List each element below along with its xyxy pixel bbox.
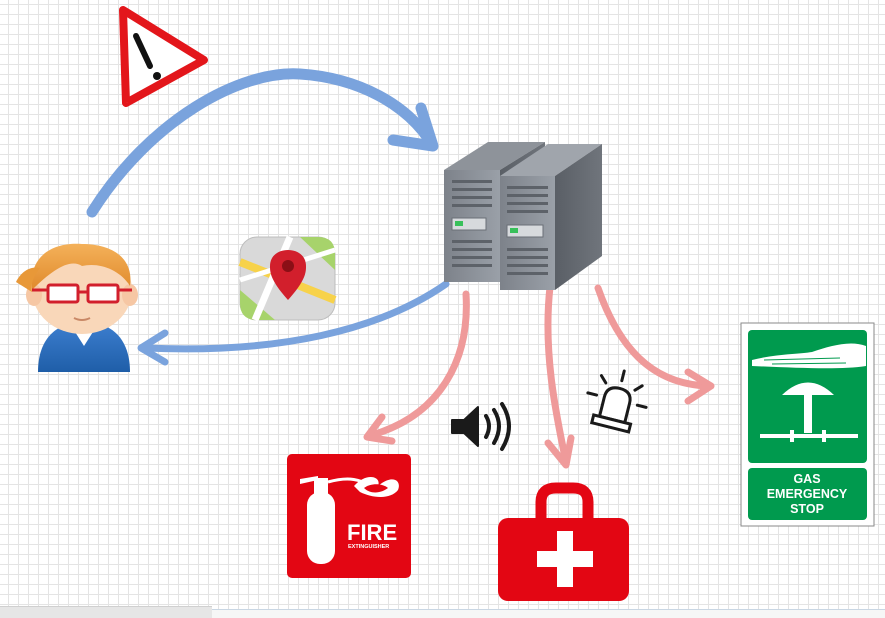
arrowhead (684, 368, 715, 405)
edge-user-to-server (86, 68, 439, 218)
fire-sign-title: FIRE (347, 520, 397, 545)
arrowhead (363, 413, 396, 445)
speaker-icon (451, 402, 511, 451)
status-bar-right (212, 609, 885, 618)
gas-sign-line1: GAS (793, 472, 820, 486)
server-rack-icon (444, 142, 602, 290)
status-bar-left (0, 606, 212, 618)
user-with-glasses-icon (16, 243, 138, 372)
arrowhead (387, 102, 439, 152)
alarm-beacon-icon (586, 369, 648, 434)
edge-server-to-gas-stop (594, 284, 715, 405)
edge-server-to-first-aid (544, 283, 575, 469)
warning-triangle-icon (119, 6, 208, 107)
first-aid-kit-icon (498, 482, 629, 601)
map-pin-icon (238, 235, 337, 322)
edge-server-to-user (137, 280, 450, 366)
gas-sign-line2: EMERGENCY (767, 487, 848, 501)
gas-emergency-stop-sign-icon: GAS EMERGENCY STOP (740, 322, 875, 527)
fire-sign-subtitle: EXTINGUISHER (348, 544, 389, 550)
gas-sign-line3: STOP (790, 502, 824, 516)
fire-extinguisher-sign-icon: FIRE EXTINGUISHER (287, 454, 411, 578)
arrowhead (137, 329, 169, 366)
arrowhead (544, 434, 575, 469)
edge-server-to-fire-extinguisher (363, 290, 470, 445)
